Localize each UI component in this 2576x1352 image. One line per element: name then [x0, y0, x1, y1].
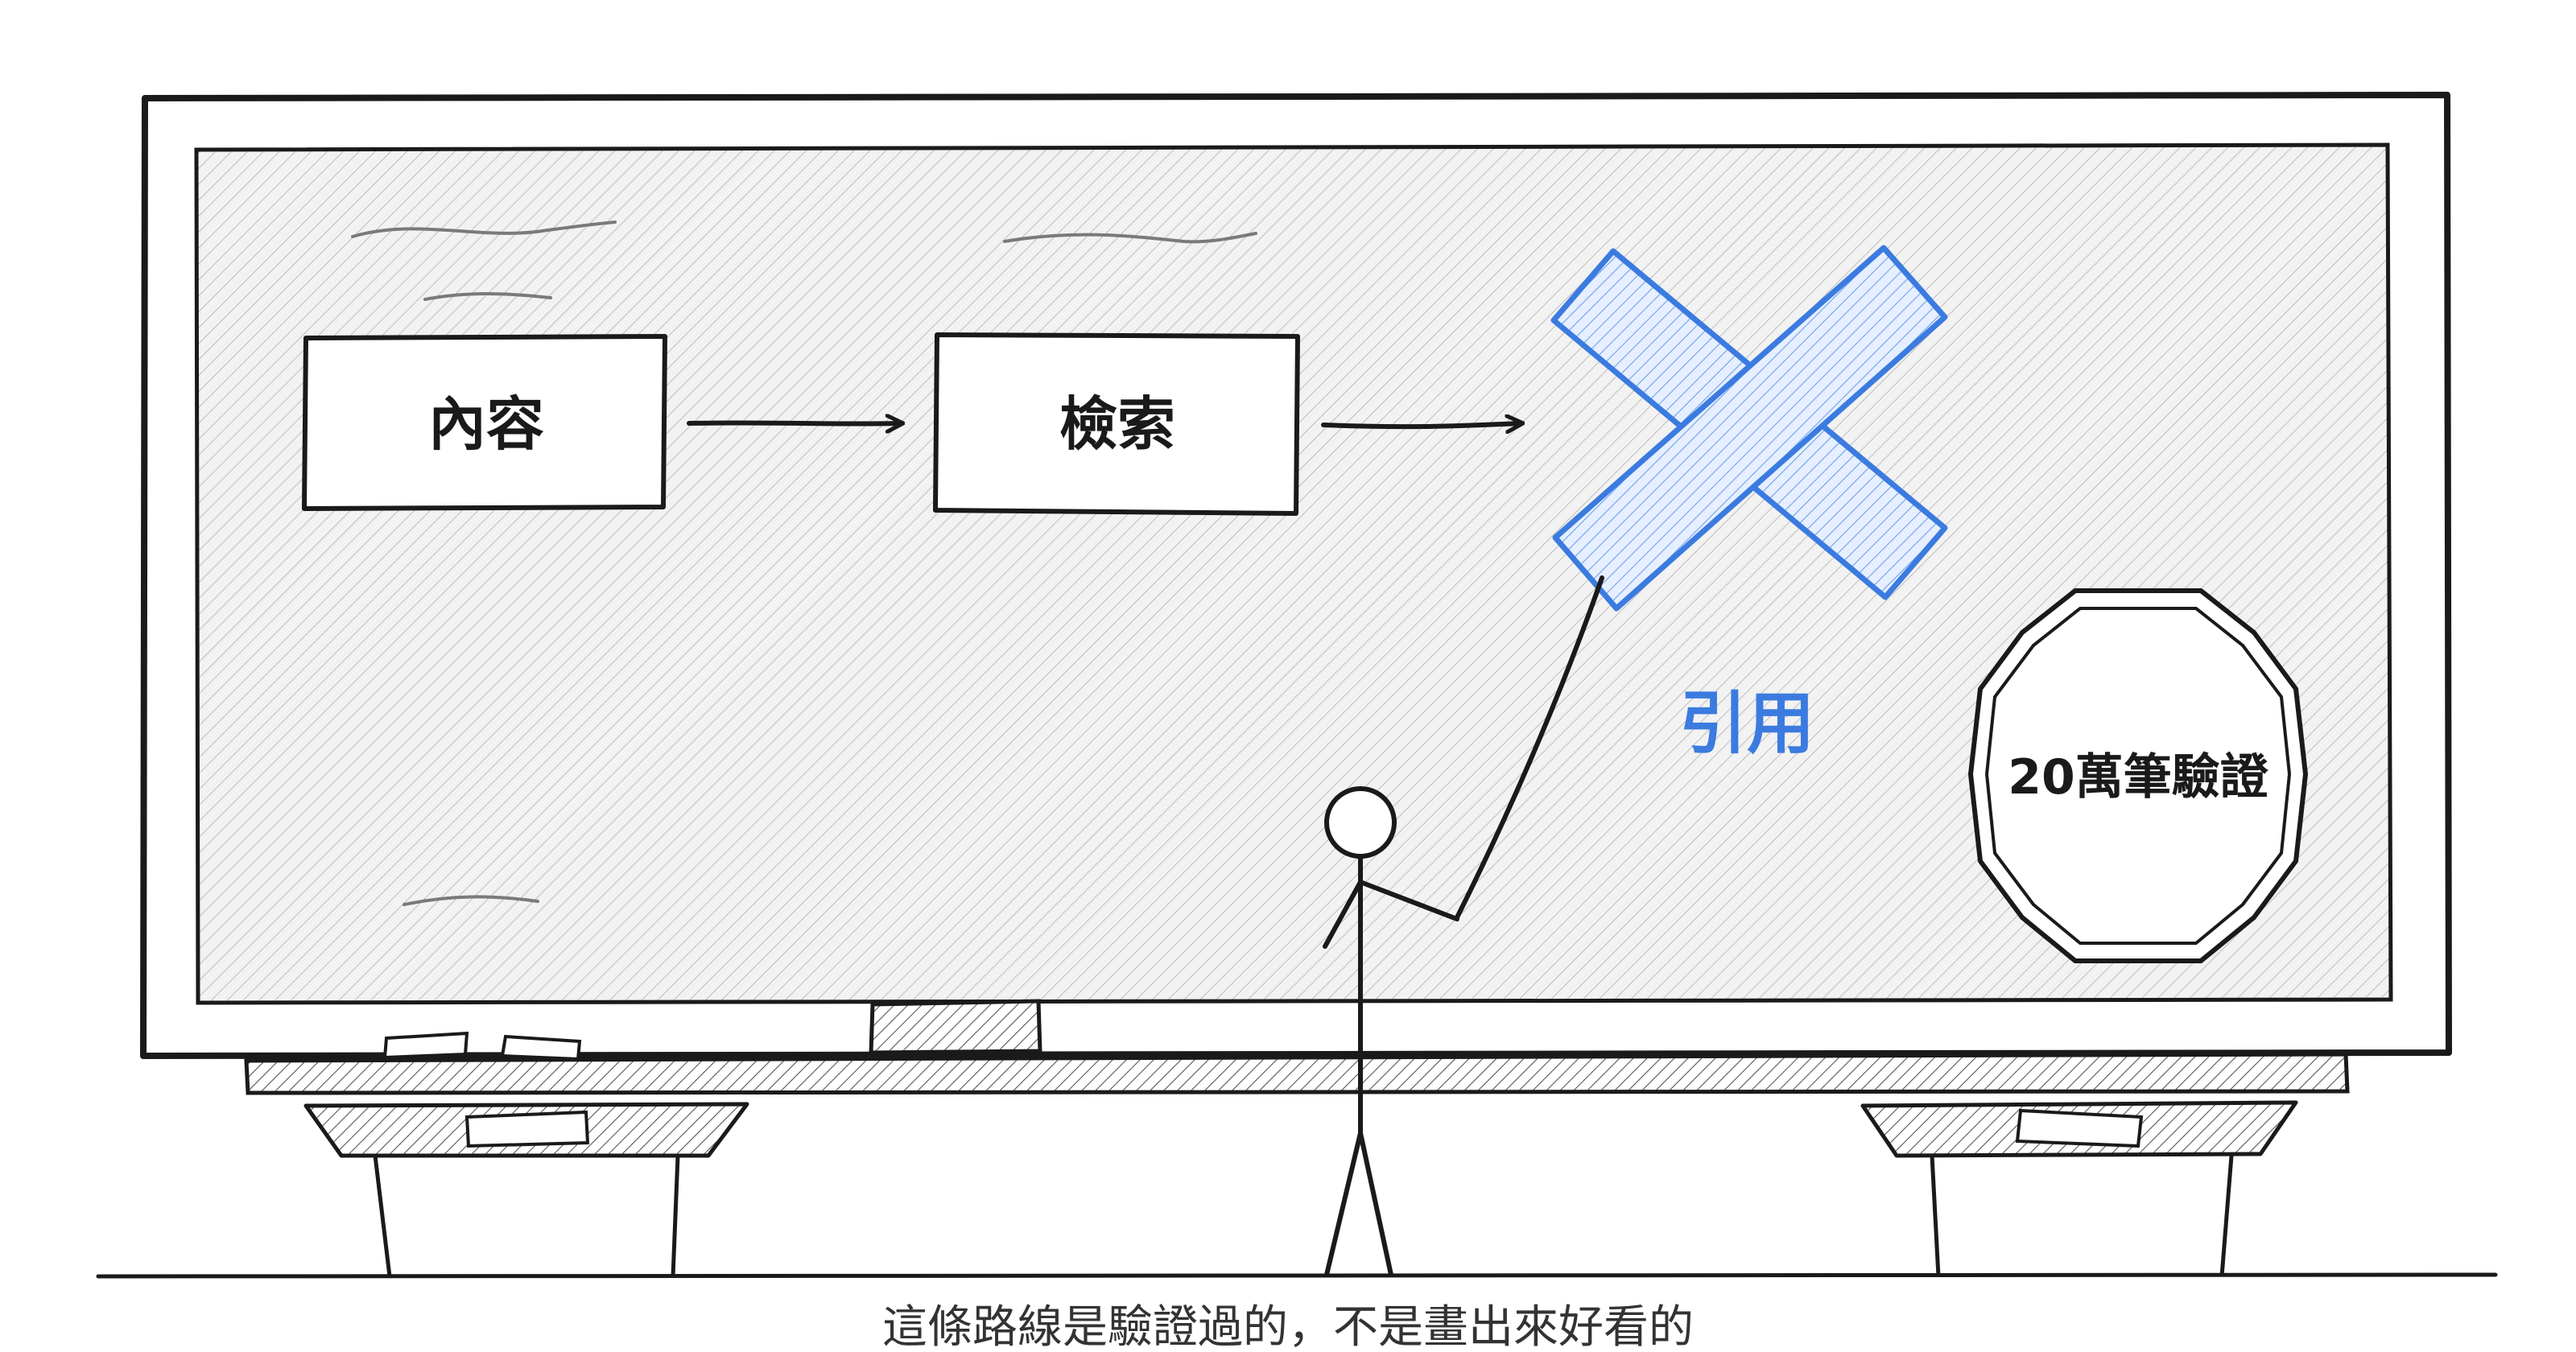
- flow-step-retrieval: 檢索: [933, 332, 1300, 516]
- x-mark-icon: [1550, 245, 1948, 612]
- tray-items: [382, 999, 1042, 1061]
- floor-line: [96, 1272, 2498, 1279]
- flow-step-content-label: 內容: [428, 390, 544, 458]
- citation-label: 引用: [1679, 684, 1814, 763]
- diagram-caption: 這條路線是驗證過的，不是畫出來好看的: [882, 1301, 1694, 1352]
- left-stand: [303, 1102, 749, 1277]
- flow-arrows: [687, 422, 1521, 427]
- arrow-retrieval-to-citation: [1321, 423, 1521, 427]
- stick-figure-icon: [1323, 786, 1459, 1277]
- flow-step-retrieval-label: 檢索: [1059, 390, 1175, 458]
- arrow-content-to-retrieval: [687, 422, 902, 423]
- board-scribbles: [351, 221, 1257, 906]
- right-stand: [1860, 1100, 2298, 1277]
- badge-label: 20萬筆驗證: [2008, 749, 2268, 806]
- octagon-badge-icon: 20萬筆驗證: [1968, 588, 2308, 963]
- board-tray: [244, 1052, 2350, 1095]
- flow-step-content: 內容: [302, 334, 667, 511]
- pointer-stick: [1455, 575, 1604, 920]
